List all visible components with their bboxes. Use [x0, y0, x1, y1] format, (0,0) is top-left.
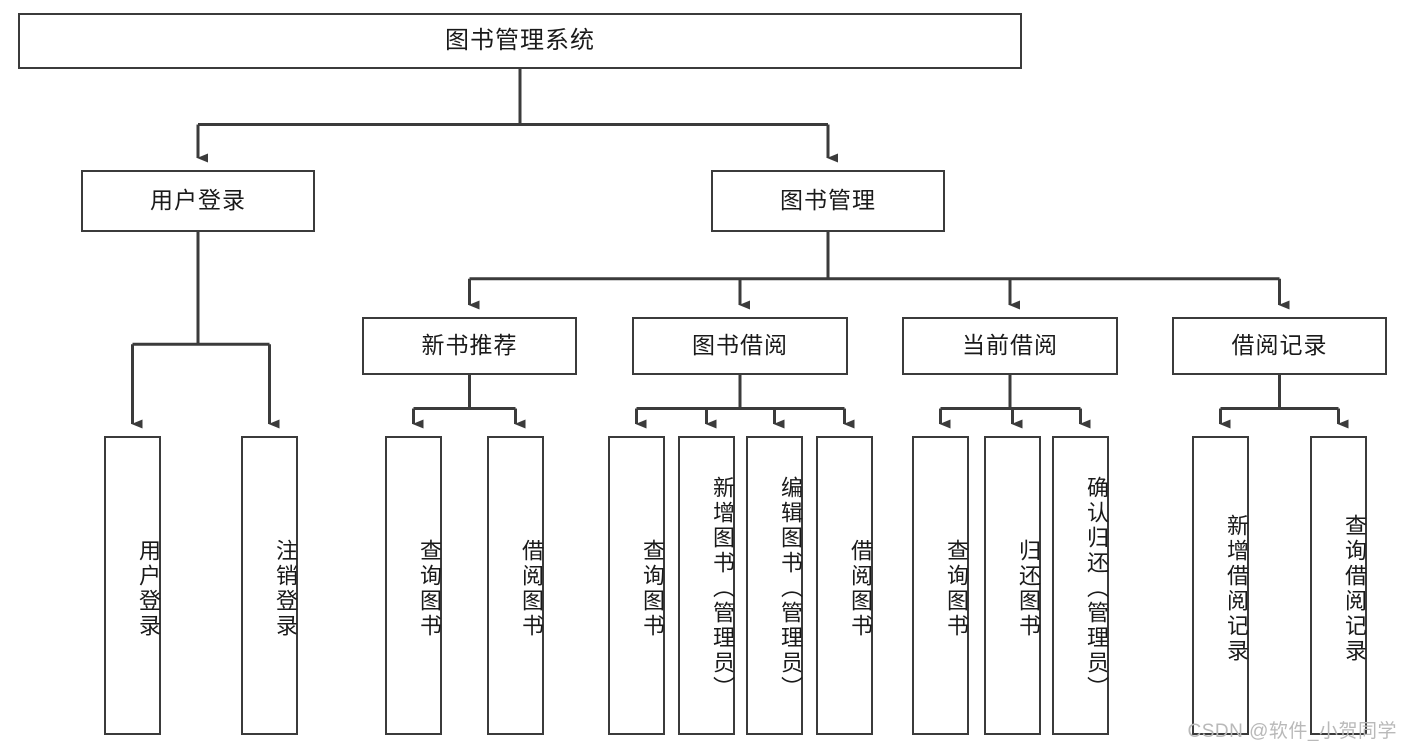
leaf-l-query-book-2[interactable]: 查询图书 [608, 436, 665, 735]
node-label: 新增借阅记录 [1224, 513, 1249, 664]
node-label: 归还图书 [1016, 538, 1041, 639]
node-n-new-book-rec[interactable]: 新书推荐 [362, 317, 577, 375]
leaf-l-user-login[interactable]: 用户登录 [104, 436, 161, 735]
leaf-l-add-record[interactable]: 新增借阅记录 [1192, 436, 1249, 735]
node-n-loan-record[interactable]: 借阅记录 [1172, 317, 1387, 375]
node-label: 注销登录 [273, 538, 298, 639]
node-label: 图书借阅 [692, 332, 788, 359]
leaf-l-add-book[interactable]: 新增图书（管理员） [678, 436, 735, 735]
node-label: 编辑图书（管理员） [778, 476, 803, 701]
leaf-l-query-book-1[interactable]: 查询图书 [385, 436, 442, 735]
leaf-l-user-logout[interactable]: 注销登录 [241, 436, 298, 735]
node-label: 新书推荐 [421, 332, 518, 359]
node-label: 查询借阅记录 [1342, 513, 1367, 664]
node-root[interactable]: 图书管理系统 [18, 13, 1022, 69]
node-label: 新增图书（管理员） [710, 476, 735, 701]
node-label: 查询图书 [417, 538, 442, 639]
node-label: 查询图书 [944, 538, 969, 639]
leaf-l-borrow-book-2[interactable]: 借阅图书 [816, 436, 873, 735]
node-n-user-login[interactable]: 用户登录 [81, 170, 315, 232]
node-label: 确认归还（管理员） [1084, 476, 1109, 701]
watermark-text: CSDN @软件_小贺同学 [1187, 721, 1397, 742]
leaf-l-edit-book[interactable]: 编辑图书（管理员） [746, 436, 803, 735]
node-label: 用户登录 [150, 187, 246, 214]
node-label: 借阅记录 [1231, 332, 1328, 359]
leaf-l-query-record[interactable]: 查询借阅记录 [1310, 436, 1367, 735]
leaf-l-confirm-ret[interactable]: 确认归还（管理员） [1052, 436, 1109, 735]
node-label: 查询图书 [640, 538, 665, 639]
leaf-l-borrow-book-1[interactable]: 借阅图书 [487, 436, 544, 735]
node-label: 借阅图书 [519, 538, 544, 639]
node-label: 图书管理系统 [445, 26, 595, 54]
node-n-book-borrow[interactable]: 图书借阅 [632, 317, 848, 375]
node-label: 当前借阅 [962, 332, 1058, 359]
node-n-current-loan[interactable]: 当前借阅 [902, 317, 1118, 375]
leaf-l-return-book[interactable]: 归还图书 [984, 436, 1041, 735]
node-label: 借阅图书 [848, 538, 873, 639]
node-n-book-manage[interactable]: 图书管理 [711, 170, 945, 232]
node-label: 用户登录 [136, 538, 161, 639]
node-label: 图书管理 [780, 187, 876, 214]
leaf-l-query-book-3[interactable]: 查询图书 [912, 436, 969, 735]
